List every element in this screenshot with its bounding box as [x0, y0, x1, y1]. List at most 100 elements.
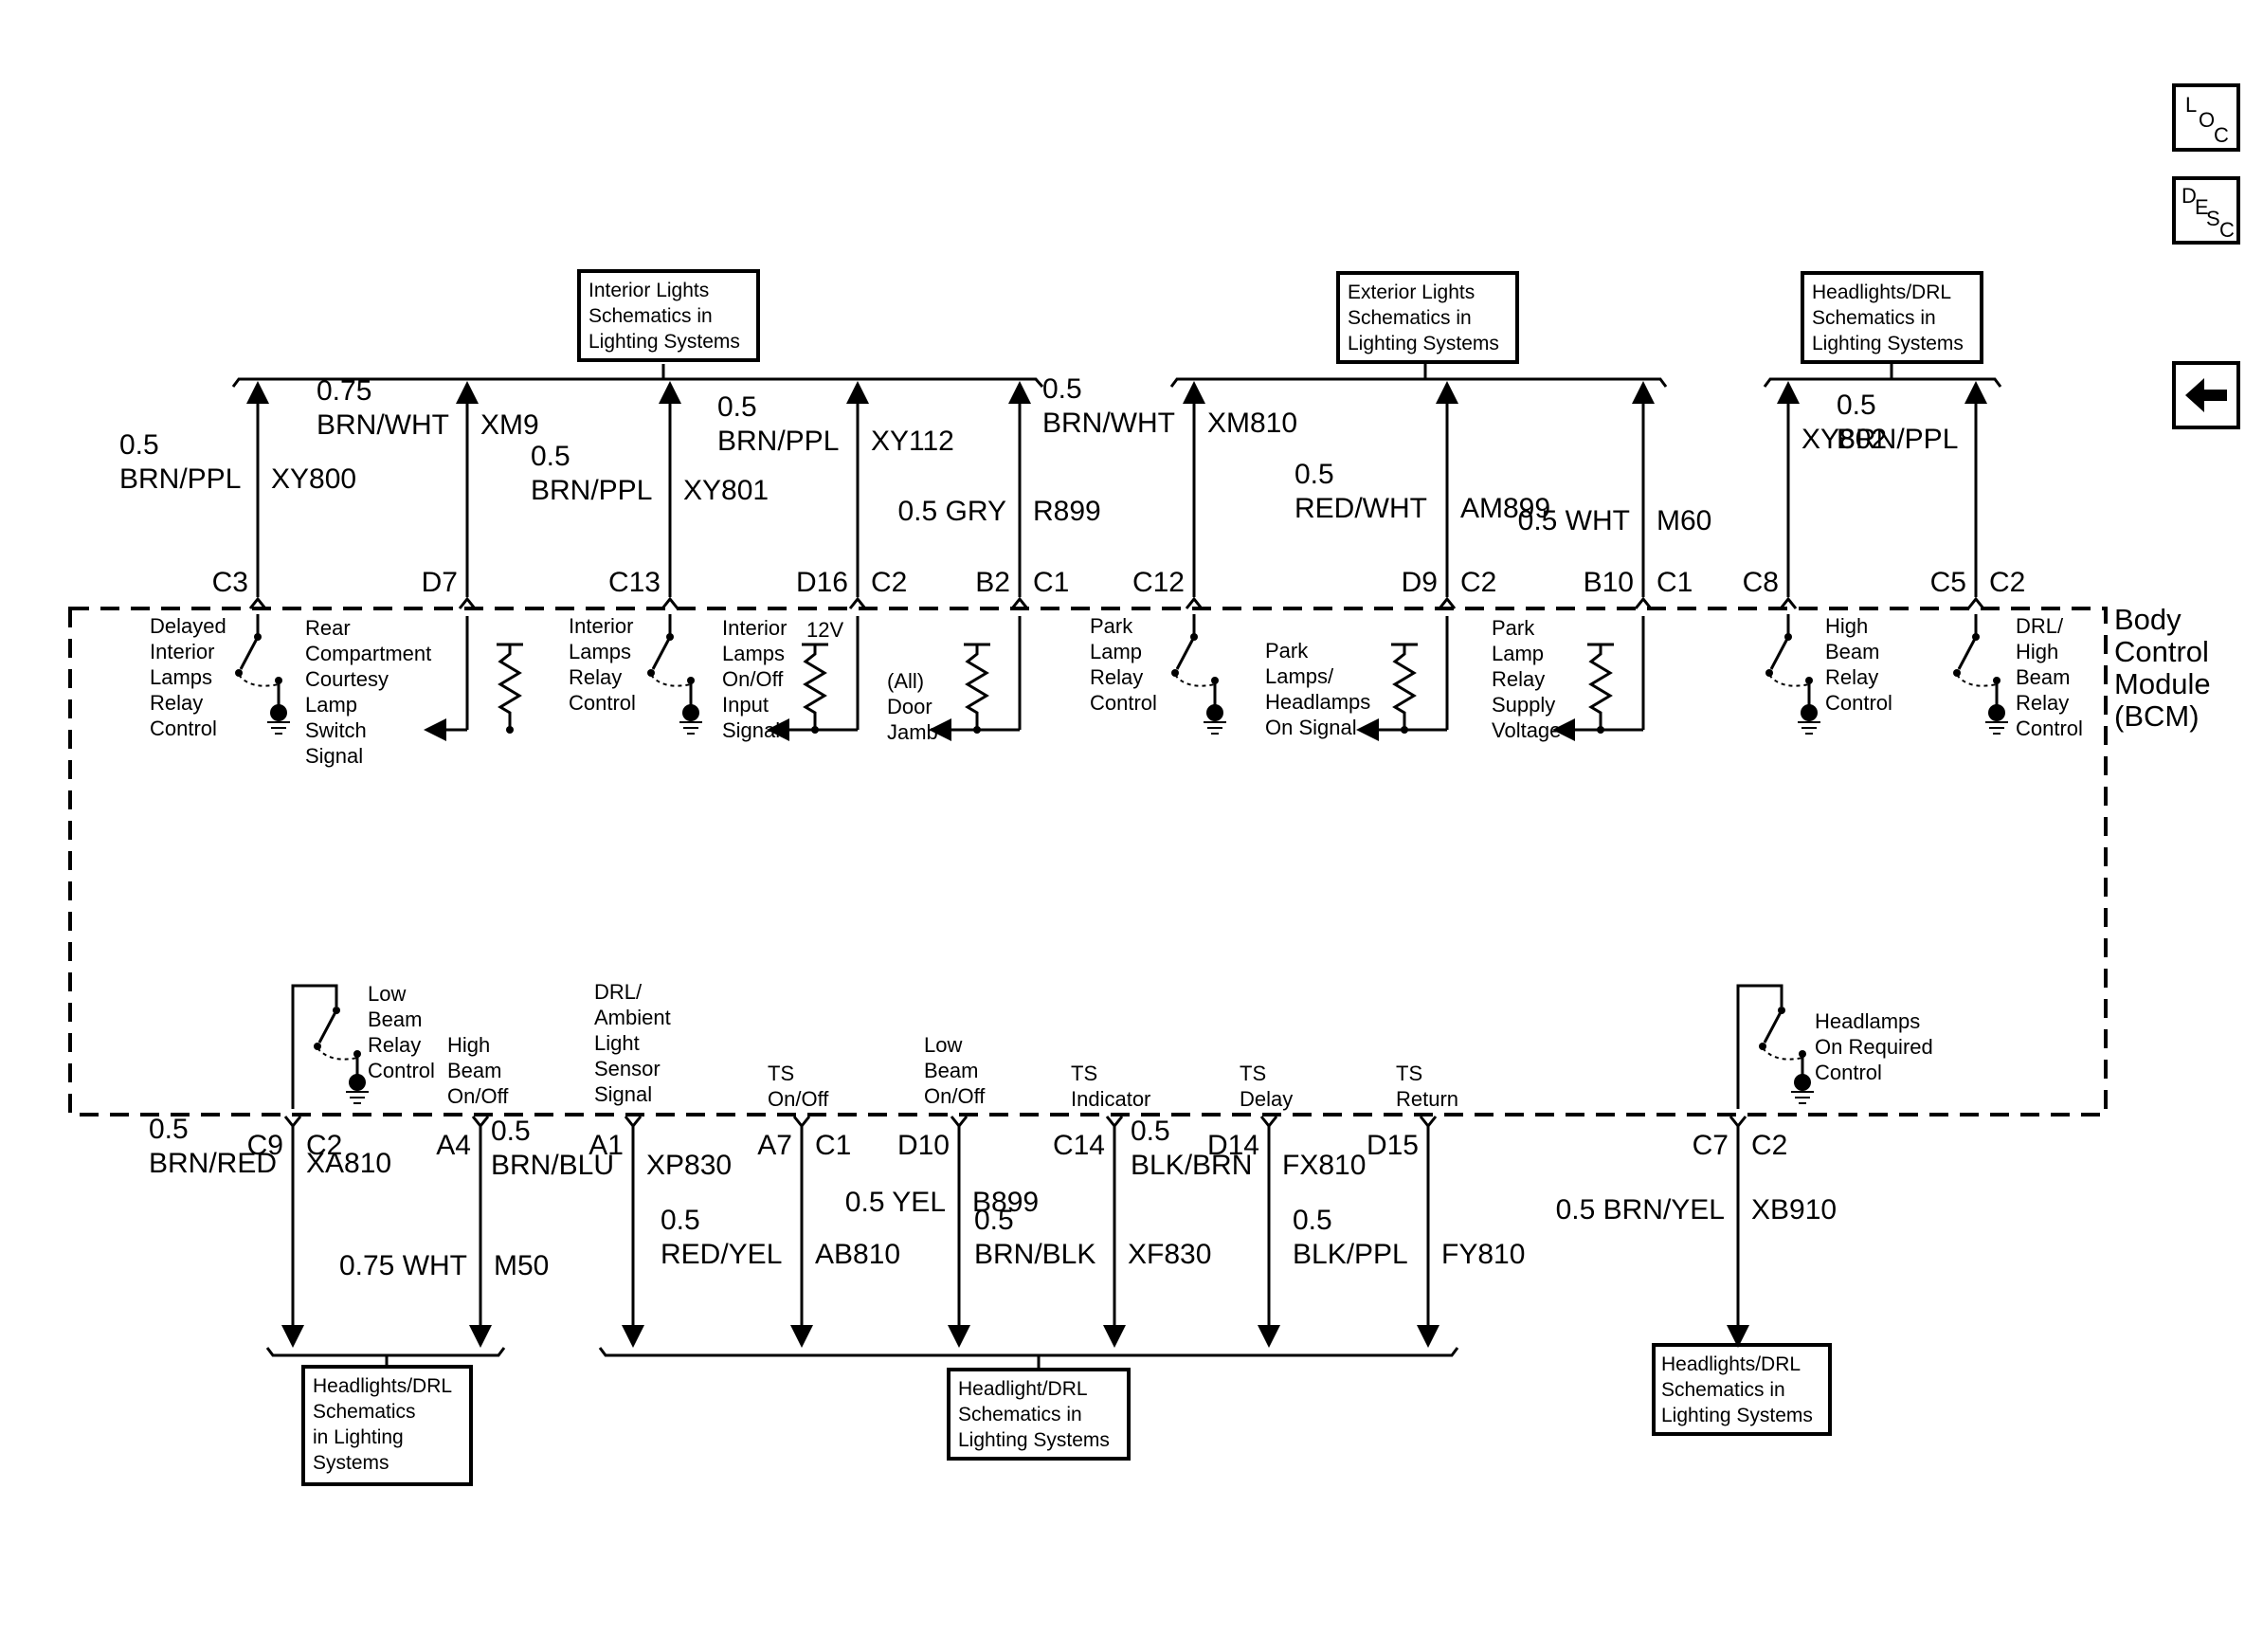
ref-box-headlight-bottom-center[interactable]: Headlight/DRL Schematics in Lighting Sys…	[947, 1368, 1131, 1461]
function-label-line-3: Lamps	[150, 665, 212, 689]
circuit-number: FY810	[1441, 1239, 1525, 1270]
ref-box-exterior-lights[interactable]: Exterior Lights Schematics in Lighting S…	[1336, 271, 1519, 364]
connector-label: C2	[871, 567, 907, 598]
function-label-line-2: Lamps	[569, 640, 631, 663]
function-label-line-1: Headlamps	[1815, 1009, 1920, 1033]
pin-label: D10	[897, 1130, 950, 1161]
loc-letter-c: C	[2214, 123, 2229, 147]
function-label-line-1: (All)	[887, 669, 924, 693]
wire-color: BRN/PPL	[119, 463, 241, 495]
svg-text:Lighting Systems: Lighting Systems	[1812, 333, 1964, 354]
pin-label: C9	[247, 1130, 283, 1161]
circuit-number: XP830	[646, 1150, 732, 1181]
description-button[interactable]: D E S C	[2172, 176, 2240, 245]
back-button[interactable]	[2172, 361, 2240, 429]
bcm-label-line-1: Body	[2114, 603, 2182, 636]
function-label-line-2: Door	[887, 695, 932, 718]
function-label-line-1: Interior	[569, 614, 633, 638]
function-label-line-2: Lamps/	[1265, 664, 1334, 688]
relay-switch-symbol	[1171, 614, 1226, 735]
circuit-number: B899	[972, 1187, 1039, 1218]
ref-box-headlights-bottom-left[interactable]: Headlights/DRL Schematics in Lighting Sy…	[301, 1365, 473, 1486]
function-label-line-4: Sensor	[594, 1057, 661, 1080]
pin-label: A4	[436, 1130, 471, 1161]
wire-color: BRN/RED	[149, 1148, 277, 1179]
connector-label: C1	[815, 1130, 851, 1161]
pin-label: C5	[1930, 567, 1966, 598]
pull-up-resistor-symbol	[424, 616, 523, 741]
function-label-line-1: Interior	[722, 616, 787, 640]
function-label-line-3: Relay	[368, 1033, 421, 1057]
svg-text:Schematics in: Schematics in	[588, 305, 713, 327]
connector-label: C1	[1657, 567, 1693, 598]
svg-text:Headlights/DRL: Headlights/DRL	[1812, 281, 1951, 303]
desc-letter-s: S	[2206, 207, 2220, 230]
wire-size: 0.5	[1294, 459, 1334, 490]
connector-pin-symbol	[283, 1116, 302, 1129]
function-label-line-5: Switch	[305, 718, 367, 742]
pin-label: A7	[757, 1130, 792, 1161]
wire-spec: 0.5 WHT	[1518, 505, 1630, 536]
pin-label: C7	[1693, 1130, 1729, 1161]
loc-letter-l: L	[2185, 93, 2198, 117]
pin-label: D9	[1402, 567, 1438, 598]
function-label-line-2: Lamp	[1492, 642, 1544, 665]
ref-box-interior-lights[interactable]: Interior Lights Schematics in Lighting S…	[577, 269, 760, 362]
connector-pin-symbol	[792, 1116, 811, 1129]
bcm-label: Body Control Module (BCM)	[2114, 603, 2211, 733]
circuit-number: XM810	[1207, 408, 1297, 439]
function-label-line-1: Park	[1090, 614, 1133, 638]
function-label-line-1: DRL/	[2016, 614, 2064, 638]
function-label-line-4: Relay	[2016, 691, 2069, 715]
ref-box-headlights-top[interactable]: Headlights/DRL Schematics in Lighting Sy…	[1801, 271, 1983, 364]
desc-letter-e: E	[2195, 195, 2209, 219]
function-label-line-3: Courtesy	[305, 667, 389, 691]
connector-label: C2	[306, 1130, 342, 1161]
pin-label: B2	[975, 567, 1010, 598]
wire-size: 0.5	[1837, 390, 1876, 421]
wire-color: RED/WHT	[1294, 493, 1427, 524]
svg-text:Lighting Systems: Lighting Systems	[958, 1429, 1110, 1451]
wire-color: BRN/WHT	[1042, 408, 1175, 439]
circuit-number: XM9	[480, 409, 539, 441]
function-label-line-1: Low	[924, 1033, 962, 1057]
ref-box-headlights-bottom-right[interactable]: Headlights/DRL Schematics in Lighting Sy…	[1652, 1343, 1832, 1436]
function-label-line-1: High	[447, 1033, 490, 1057]
circuit-number: AB810	[815, 1239, 900, 1270]
circuit-number: AM899	[1460, 493, 1550, 524]
function-label-line-1: High	[1825, 614, 1868, 638]
svg-text:Headlights/DRL: Headlights/DRL	[1661, 1353, 1801, 1375]
wire-color: BRN/PPL	[717, 426, 839, 457]
function-label-line-4: Control	[1090, 691, 1157, 715]
wire-size: 0.5	[491, 1116, 531, 1147]
connector-pin-symbol	[471, 1116, 490, 1129]
wire-size: 0.5	[974, 1205, 1014, 1236]
svg-text:Systems: Systems	[313, 1452, 389, 1474]
pin-label: A1	[588, 1130, 624, 1161]
wire-size: 0.5	[531, 441, 570, 472]
pin-label: C12	[1132, 567, 1185, 598]
function-label-line-1: Delayed	[150, 614, 226, 638]
wire-spec: 0.5 GRY	[897, 496, 1006, 527]
circuit-number: XF830	[1128, 1239, 1211, 1270]
location-button[interactable]: L O C	[2172, 83, 2240, 152]
circuit-number: R899	[1033, 496, 1101, 527]
relay-switch-symbol	[647, 614, 702, 735]
connector-pin-symbol	[1438, 596, 1457, 609]
function-label-line-3: Light	[594, 1031, 640, 1055]
svg-text:Lighting Systems: Lighting Systems	[588, 331, 740, 353]
svg-text:Headlight/DRL: Headlight/DRL	[958, 1378, 1088, 1400]
pin-label: D7	[422, 567, 458, 598]
